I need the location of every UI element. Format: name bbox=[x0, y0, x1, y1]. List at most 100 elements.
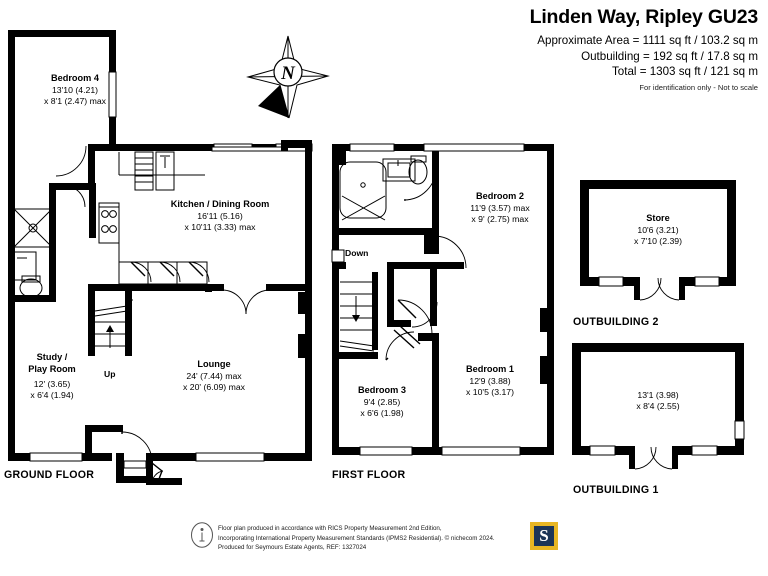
page-title: Linden Way, Ripley GU23 bbox=[529, 6, 759, 28]
wall-segment bbox=[8, 295, 56, 302]
wall-segment bbox=[82, 453, 112, 461]
wall-segment bbox=[305, 314, 312, 334]
wall-segment bbox=[434, 262, 464, 269]
window-opening bbox=[441, 446, 521, 456]
room-label-study-play-room: Study / Play Room 12' (3.65) x 6'4 (1.94… bbox=[28, 352, 76, 401]
window-opening bbox=[589, 445, 616, 456]
door-swing-arc bbox=[411, 301, 438, 328]
ground-floor-plan bbox=[8, 30, 313, 485]
wall-segment bbox=[572, 343, 744, 352]
compass-north-label: N bbox=[280, 63, 296, 84]
wall-segment bbox=[418, 333, 439, 341]
bath-cross bbox=[341, 195, 386, 221]
wall-segment bbox=[623, 277, 634, 286]
window-opening bbox=[423, 143, 525, 152]
room-label-bedroom-2: Bedroom 2 11'9 (3.57) max x 9' (2.75) ma… bbox=[470, 191, 530, 224]
first-floor-plan bbox=[331, 143, 554, 456]
wall-segment bbox=[332, 144, 350, 151]
wall-segment bbox=[88, 284, 168, 291]
seymours-logo-letter: S bbox=[534, 526, 554, 546]
stair-direction-down: Down bbox=[345, 248, 369, 258]
kitchen-unit-fixture bbox=[134, 151, 154, 191]
wall-segment bbox=[8, 453, 30, 461]
outbuilding-1-plan bbox=[572, 343, 745, 470]
toilet-fixture bbox=[408, 159, 428, 185]
shower-tray-cross bbox=[13, 208, 53, 248]
wall-segment bbox=[520, 447, 554, 455]
floor-caption-ground: GROUND FLOOR bbox=[4, 469, 95, 481]
room-label-store: Store 10'6 (3.21) x 7'10 (2.39) bbox=[633, 213, 683, 246]
wall-segment bbox=[424, 228, 439, 254]
window-opening bbox=[29, 452, 83, 462]
stair-wall bbox=[88, 290, 95, 356]
wall-segment bbox=[281, 140, 312, 148]
wall-segment bbox=[305, 358, 312, 454]
room-label-bedroom-4: Bedroom 4 13'10 (4.21) x 8'1 (2.47) max bbox=[43, 73, 106, 106]
footer-line-2: Incorporating International Property Mea… bbox=[218, 534, 495, 542]
wall-segment bbox=[85, 425, 92, 461]
stair-direction-up: Up bbox=[104, 369, 116, 379]
wall-segment bbox=[684, 277, 695, 286]
wall-segment bbox=[430, 262, 437, 326]
wall-segment bbox=[332, 352, 378, 359]
window-opening bbox=[598, 276, 624, 287]
wall-segment bbox=[168, 284, 212, 291]
wall-segment bbox=[146, 453, 198, 461]
wall-segment bbox=[547, 384, 554, 454]
wall-segment bbox=[109, 117, 116, 144]
window-opening bbox=[195, 452, 265, 462]
door-swing-arc bbox=[657, 277, 680, 301]
door-leaf bbox=[399, 325, 421, 345]
compass-rose: N bbox=[246, 35, 330, 119]
wall-segment bbox=[580, 180, 589, 286]
footer-line-3: Produced for Seymours Estate Agents, REF… bbox=[218, 544, 367, 552]
lounge-double-door bbox=[221, 289, 271, 315]
wall-segment bbox=[264, 453, 312, 461]
wall-segment bbox=[8, 300, 15, 460]
wall-segment bbox=[572, 343, 581, 455]
shower-tray-fixture bbox=[13, 208, 53, 248]
wall-segment bbox=[547, 144, 554, 308]
bath-fixture bbox=[339, 161, 387, 219]
floor-caption-first: FIRST FLOOR bbox=[332, 469, 406, 481]
wall-segment bbox=[205, 144, 212, 151]
wall-segment bbox=[332, 144, 339, 454]
wall-segment bbox=[540, 308, 554, 332]
toilet-fixture bbox=[19, 278, 43, 298]
outbuilding-area-line: Outbuilding = 192 sq ft / 17.8 sq m bbox=[581, 49, 758, 63]
hob-burner bbox=[101, 210, 109, 218]
stair-wall bbox=[372, 272, 378, 350]
toilet-cistern bbox=[410, 155, 427, 163]
door-swing-arc bbox=[639, 277, 662, 301]
hob-burner bbox=[101, 225, 109, 233]
header-block: Linden Way, Ripley GU23 Approximate Area… bbox=[338, 6, 759, 92]
door-swing-arc bbox=[121, 431, 153, 463]
wall-segment bbox=[212, 284, 224, 291]
wall-segment bbox=[678, 446, 692, 455]
window-opening bbox=[694, 276, 720, 287]
wall-segment bbox=[8, 30, 15, 300]
staircase-ground bbox=[94, 293, 133, 348]
wall-segment bbox=[717, 446, 744, 455]
wall-segment bbox=[109, 30, 116, 72]
wall-segment bbox=[116, 453, 124, 483]
wall-segment bbox=[85, 425, 123, 432]
door-leaf bbox=[385, 357, 389, 361]
wall-segment bbox=[629, 446, 635, 469]
footer-line-1: Floor plan produced in accordance with R… bbox=[218, 525, 442, 532]
total-area-line: Total = 1303 sq ft / 121 sq m bbox=[612, 65, 758, 79]
toilet-cistern bbox=[21, 275, 41, 283]
wall-segment bbox=[8, 30, 116, 37]
door-swing-arc bbox=[55, 145, 87, 177]
wall-segment bbox=[49, 183, 96, 190]
wall-segment bbox=[547, 332, 554, 356]
wall-segment bbox=[719, 277, 736, 286]
door-swing-arc bbox=[403, 167, 437, 201]
wall-segment bbox=[298, 334, 312, 358]
window-opening bbox=[359, 446, 413, 456]
shower-drain-fixture bbox=[28, 223, 38, 233]
wall-segment bbox=[572, 446, 590, 455]
approximate-area-line: Approximate Area = 1111 sq ft / 103.2 sq… bbox=[537, 34, 758, 48]
wall-segment bbox=[116, 476, 146, 483]
